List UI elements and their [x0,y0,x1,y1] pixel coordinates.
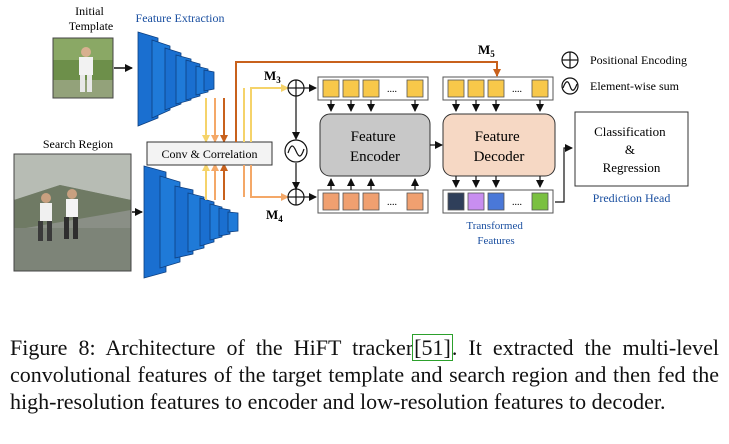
feature-decoder-label: Feature Decoder [474,129,525,165]
feature-decoder-box [442,113,556,177]
feature-encoder-label: Feature Encoder [350,129,400,165]
search-image [13,153,132,272]
caption-text-pre: Figure 8: Architecture of the HiFT track… [10,335,414,360]
architecture-diagram: Initial Template Search Region Feature E… [13,4,689,279]
transformed-features-row: .... [442,189,554,214]
tf-dots: .... [512,197,522,208]
route-m3 [250,84,289,142]
legend-element-wise-sum: Element-wise sum [561,77,680,95]
m4-token-row: .... [317,189,429,214]
legend-positional-encoding: Positional Encoding [561,51,687,69]
search-cnn-backbone [143,165,239,279]
feature-extraction-label: Feature Extraction [136,11,225,25]
decoder-arrows [452,100,544,188]
route-m5 [235,61,501,142]
m4-dots: .... [387,197,397,208]
feature-encoder-box [319,113,431,177]
arrow-to-head [555,144,573,203]
conv-correlation-label: Conv & Correlation [162,147,258,161]
m3-label: M3 [264,68,281,85]
prediction-head-box [574,111,689,187]
search-region-label: Search Region [43,137,113,151]
encoder-input-arrows [327,100,419,190]
svg-text:Positional Encoding: Positional Encoding [590,53,687,67]
m5-token-row: .... [442,76,554,101]
route-m4 [250,165,289,201]
m3-token-row: .... [317,76,429,101]
m5-dots: .... [512,84,522,95]
template-image [52,37,114,99]
caption-citation-link[interactable]: [51] [412,334,453,361]
conv-correlation-box [146,141,273,166]
transformed-features-label: Transformed Features [466,220,525,247]
m3-dots: .... [387,84,397,95]
classification-regression-label: Classification & Regression [594,124,669,175]
svg-text:Element-wise sum: Element-wise sum [590,79,680,93]
prediction-head-label: Prediction Head [593,191,671,205]
m5-label: M5 [478,42,495,59]
positional-encoding-bottom-icon [287,188,305,206]
m4-label: M4 [266,207,283,224]
element-wise-sum-icon [284,139,308,163]
template-cnn-backbone [137,31,215,127]
figure-caption: Figure 8: Architecture of the HiFT track… [10,334,719,415]
caption-text-post: . It extracted the multi-level convoluti… [10,335,719,414]
initial-template-label: Initial Template [69,4,113,33]
positional-encoding-top-icon [287,79,305,97]
